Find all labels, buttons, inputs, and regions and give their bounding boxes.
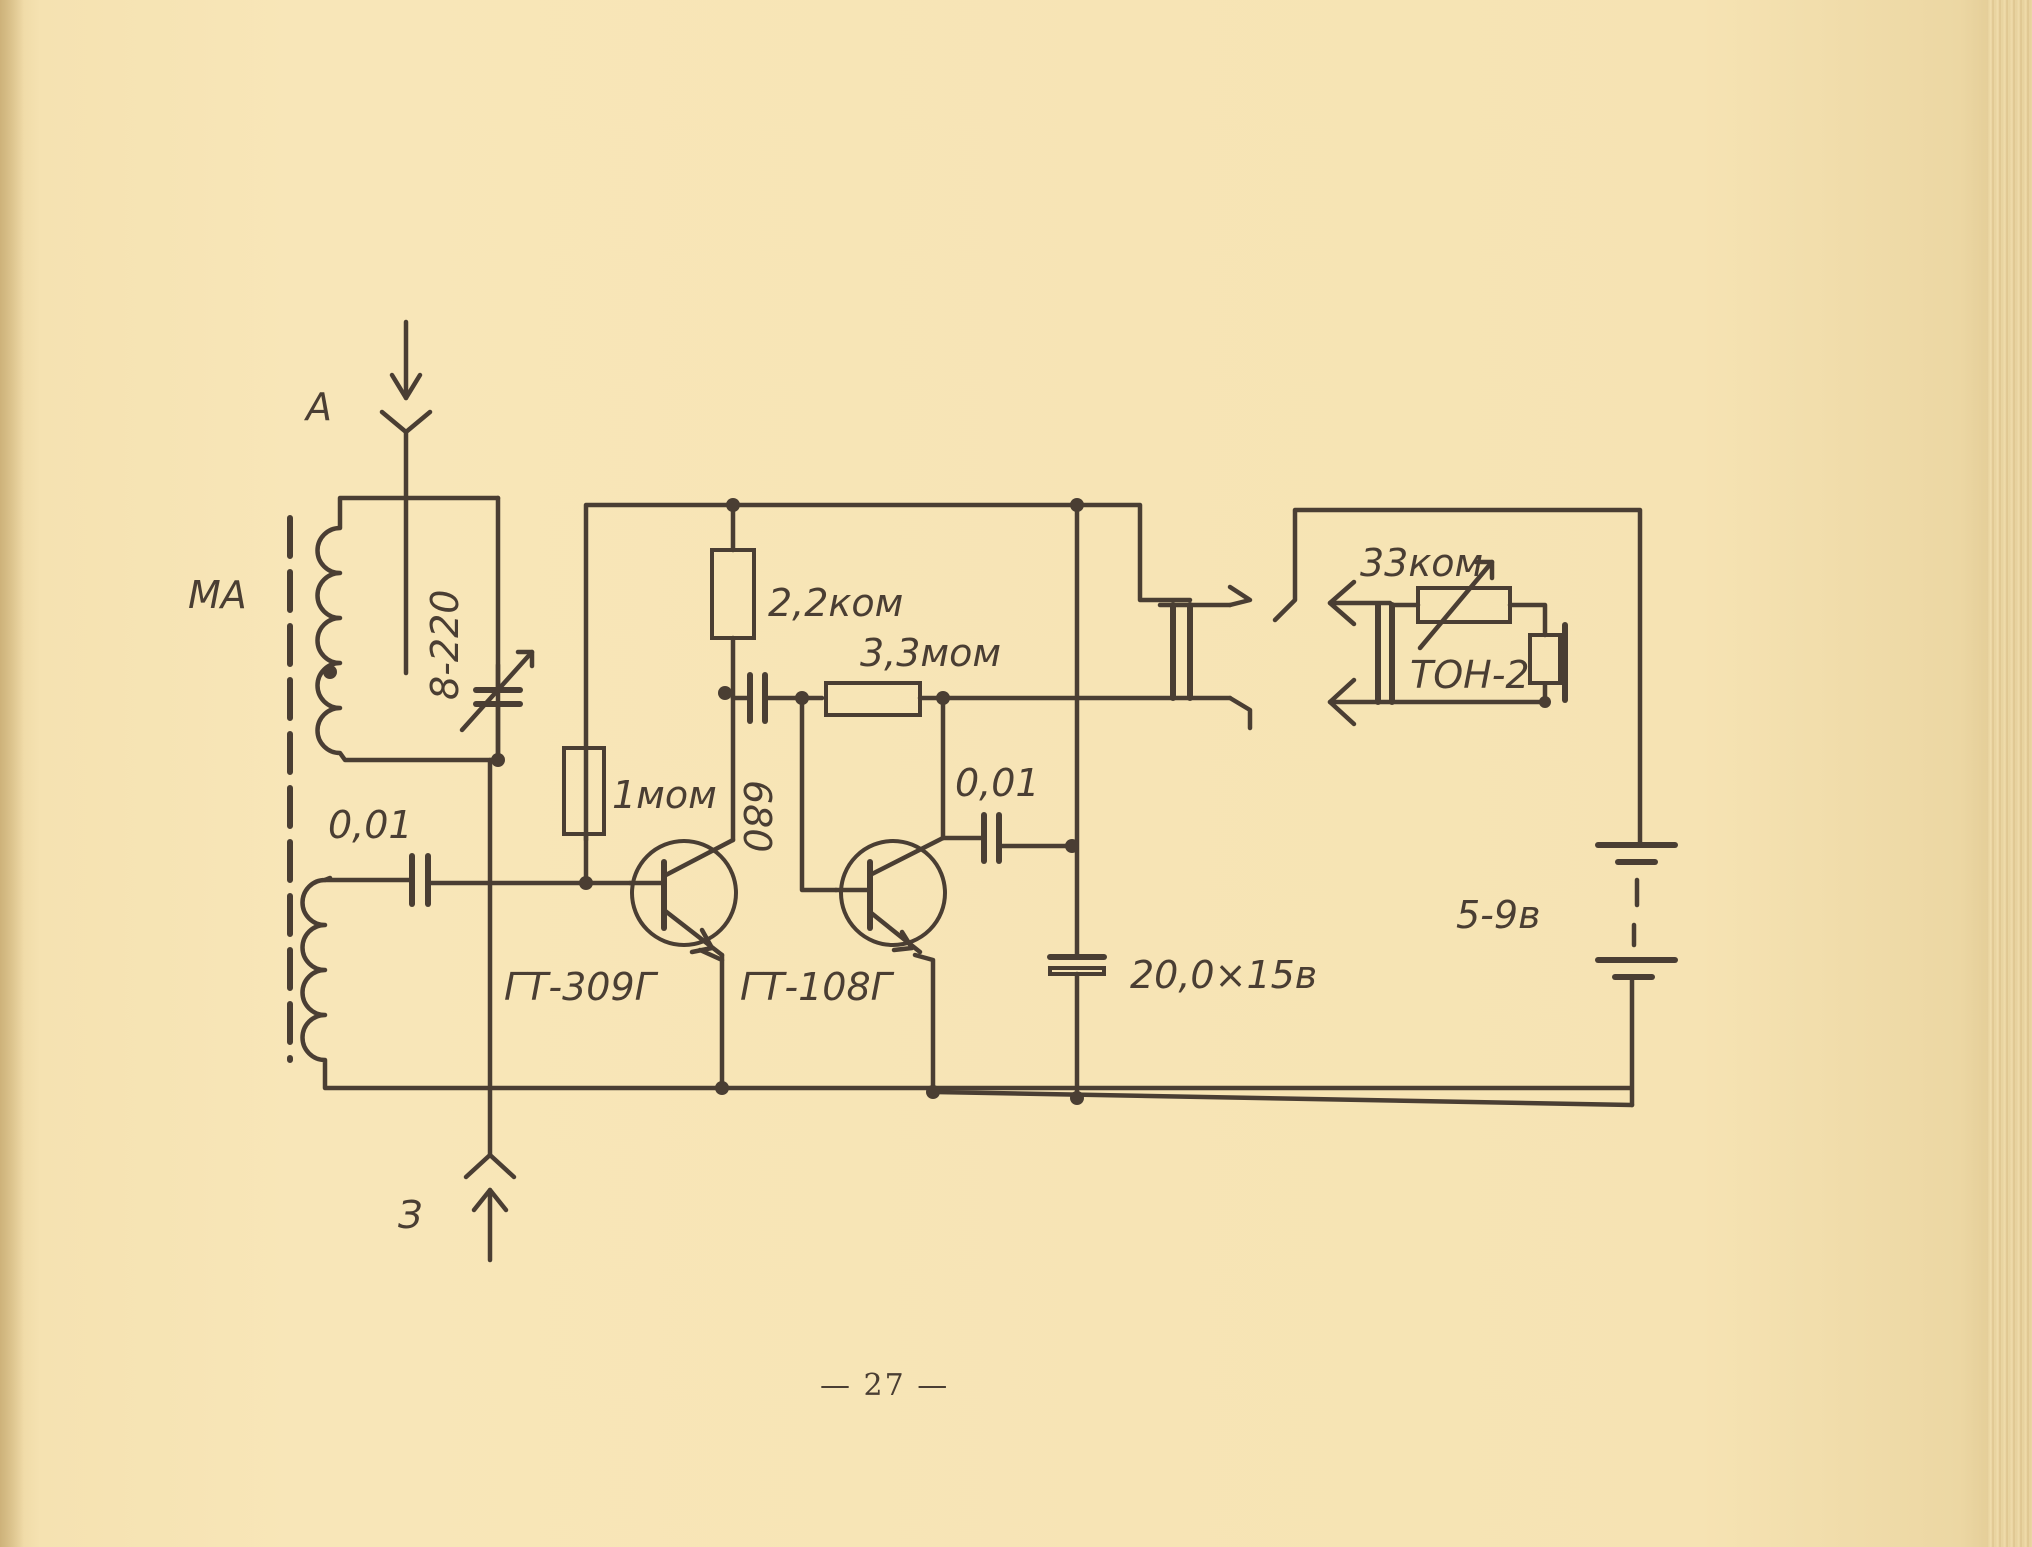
transistor-2-label: ГТ-108Г: [740, 965, 895, 1009]
coupling-capacitor-1: [322, 853, 633, 907]
feedback-resistor-label: 3,3мом: [860, 631, 1001, 675]
ground-label: З: [398, 1193, 422, 1237]
volume-resistor: [1389, 559, 1548, 651]
capacitor-2: [940, 812, 1075, 864]
headphone-jack: [1157, 507, 1643, 848]
page-number: — 27 —: [820, 1368, 950, 1403]
bias-resistor-label: 1мом: [612, 773, 717, 817]
transistor-1-label: ГТ-309Г: [504, 965, 659, 1009]
interstage-capacitor: [730, 672, 825, 724]
transistor-gt108: [833, 695, 947, 1091]
volume-resistor-label: 33ком: [1360, 541, 1483, 585]
magnetic-antenna-label: МА: [188, 573, 247, 617]
electrolytic-capacitor: [1047, 954, 1107, 1101]
spine-shadow: [0, 0, 24, 1547]
antenna-terminal: [379, 319, 433, 676]
feedback-resistor: [824, 681, 922, 717]
tuning-capacitor: [459, 649, 535, 763]
collector-resistor: [710, 548, 756, 640]
battery: [1595, 842, 1678, 1108]
headphones-label: ТОН-2: [1410, 653, 1530, 697]
electrolytic-capacitor-label: 20,0×15в: [1130, 953, 1317, 997]
page-edge: [1988, 0, 2032, 1547]
bottom-rail: [932, 1089, 1635, 1108]
ground-terminal: [463, 757, 517, 1263]
battery-label: 5-9в: [1456, 893, 1540, 937]
coupling-capacitor-1-label: 0,01: [328, 803, 413, 847]
headphone-plug: [1327, 579, 1395, 727]
antenna-coil-lower: [300, 875, 1633, 1091]
transistor-gt309: [627, 837, 738, 1091]
junction-dots: [323, 498, 1551, 1105]
resistor-680-label: 680: [735, 780, 779, 853]
tuning-capacitor-label: 8-220: [423, 590, 467, 700]
antenna-label: А: [303, 385, 332, 429]
collector-resistor-label: 2,2ком: [768, 581, 903, 625]
top-rail: [583, 502, 1193, 843]
capacitor-2-label: 0,01: [955, 761, 1040, 805]
